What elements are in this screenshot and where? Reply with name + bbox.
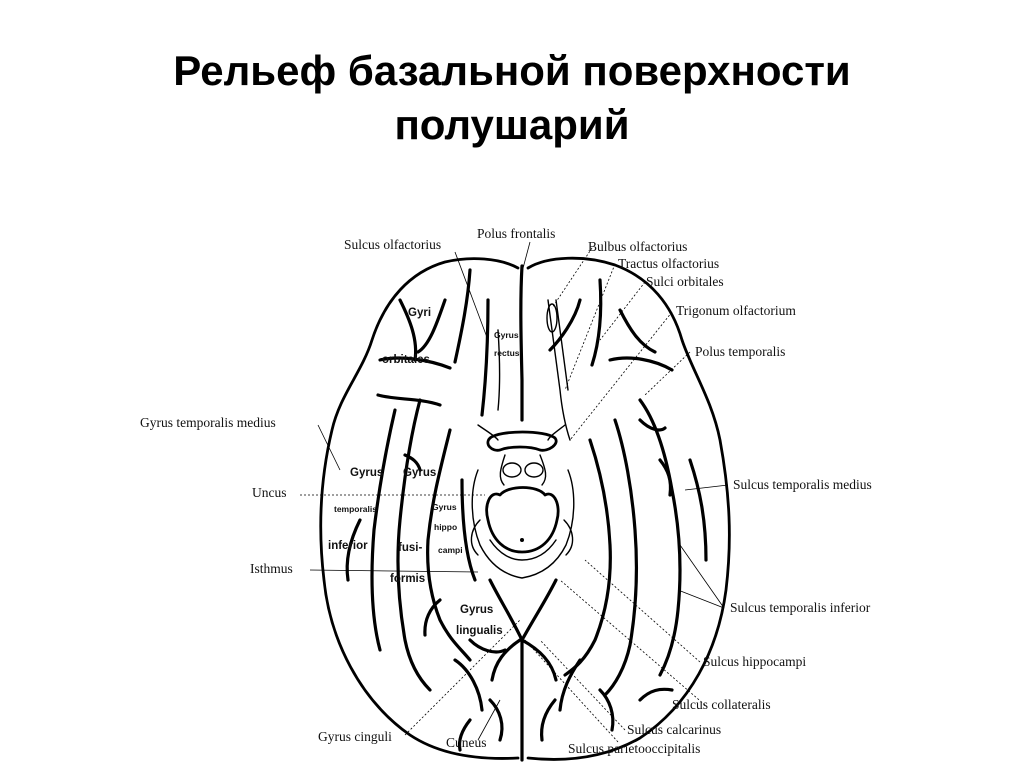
- brain-outline: [319, 256, 731, 762]
- inner-gyrus-rectus-2: rectus: [494, 348, 520, 358]
- inner-orbitales: orbitales: [382, 354, 430, 366]
- label-trigonum-olfactorium: Trigonum olfactorium: [676, 303, 796, 318]
- left-sulcus-temporalis-inferior: [396, 398, 432, 692]
- right-temporal-sulci: [520, 398, 708, 742]
- label-bulbus-olfactorius: Bulbus olfactorius: [588, 239, 687, 254]
- label-sulcus-temporalis-medius: Sulcus temporalis medius: [733, 477, 872, 492]
- right-sulcus-temporalis-inferior: [603, 418, 638, 697]
- label-polus-temporalis: Polus temporalis: [695, 344, 785, 359]
- inner-gyrus-lingualis-2: lingualis: [456, 625, 503, 637]
- right-sulcus-temporalis-medius: [638, 398, 682, 677]
- orbital-sulci: [376, 268, 674, 441]
- label-isthmus: Isthmus: [250, 561, 293, 576]
- label-cuneus: Cuneus: [446, 735, 487, 750]
- inner-gyrus-lingualis-1: Gyrus: [460, 604, 493, 616]
- inner-gyrus-temporalis-3: inferior: [328, 540, 368, 552]
- title-line-1: Рельеф базальной поверхности: [173, 47, 851, 94]
- brainstem-region: [470, 424, 575, 642]
- label-polus-frontalis: Polus frontalis: [477, 226, 555, 241]
- label-sulcus-parietooccipitalis: Sulcus parietooccipitalis: [568, 741, 700, 756]
- left-sulcus-temporalis-medius: [370, 408, 397, 652]
- title-line-2: полушарий: [394, 101, 630, 148]
- midbrain-peduncles: [485, 486, 560, 554]
- inner-gyrus-hippocampi-3: campi: [438, 545, 463, 555]
- label-tractus-olfactorius: Tractus olfactorius: [618, 256, 719, 271]
- inner-gyrus-temporalis-2: temporalis: [334, 504, 377, 514]
- label-sulcus-collateralis: Sulcus collateralis: [672, 697, 771, 712]
- label-sulci-orbitales: Sulci orbitales: [646, 274, 724, 289]
- inner-labels: Gyri orbitales Gyrus rectus Gyrus tempor…: [328, 307, 520, 637]
- inner-gyrus-fusiformis-2: fusi-: [398, 542, 422, 554]
- left-hemisphere-outline: [319, 257, 520, 760]
- slide-title: Рельеф базальной поверхности полушарий: [0, 44, 1024, 152]
- label-gyrus-temporalis-medius: Gyrus temporalis medius: [140, 415, 276, 430]
- left-temporal-sulci: [345, 398, 522, 752]
- label-sulcus-calcarinus: Sulcus calcarinus: [627, 722, 721, 737]
- inner-gyrus-fusiformis-3: formis: [390, 573, 425, 585]
- inner-gyri: Gyri: [408, 307, 431, 319]
- leader-lines: [300, 241, 729, 743]
- outer-labels: Sulcus olfactorius Polus frontalis Bulbu…: [140, 226, 872, 756]
- optic-chiasma: [486, 430, 558, 452]
- inner-gyrus-rectus-1: Gyrus: [494, 330, 519, 340]
- label-gyrus-cinguli: Gyrus cinguli: [318, 729, 392, 744]
- inner-gyrus-fusiformis-1: Gyrus: [403, 467, 436, 479]
- label-sulcus-olfactorius: Sulcus olfactorius: [344, 237, 441, 252]
- inner-gyrus-hippocampi-1: Gyrus: [432, 502, 457, 512]
- right-hemisphere-outline: [526, 256, 731, 761]
- label-sulcus-temporalis-inferior: Sulcus temporalis inferior: [730, 600, 871, 615]
- longitudinal-fissure: [519, 264, 524, 422]
- inner-gyrus-temporalis-1: Gyrus: [350, 467, 383, 479]
- label-uncus: Uncus: [252, 485, 287, 500]
- label-sulcus-hippocampi: Sulcus hippocampi: [703, 654, 806, 669]
- right-sulcus-collateralis: [563, 438, 612, 677]
- left-sulcus-collateralis: [426, 428, 472, 662]
- inner-gyrus-hippocampi-2: hippo: [434, 522, 457, 532]
